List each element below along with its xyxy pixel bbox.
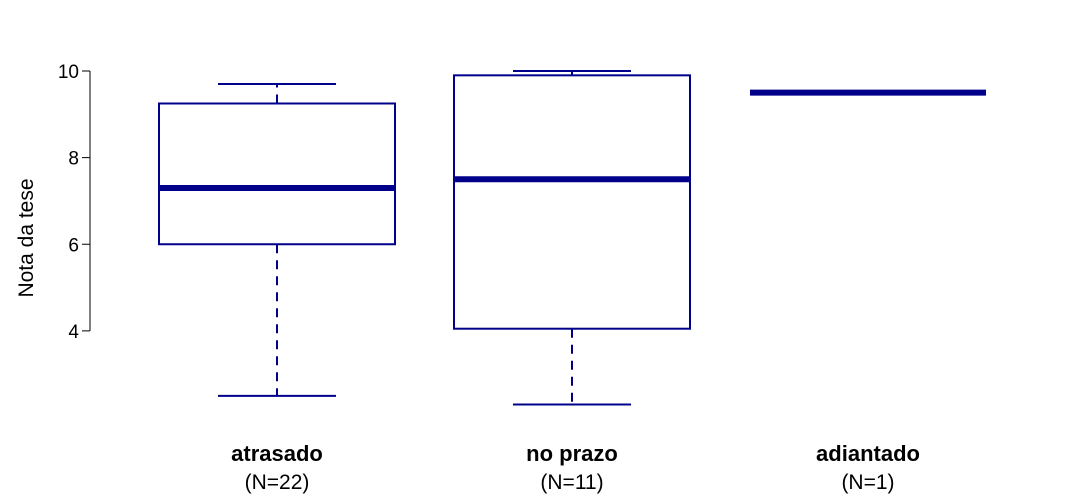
category-count-label: (N=1) [841, 471, 894, 494]
y-tick-label: 8 [68, 149, 79, 170]
box-iqr [453, 74, 691, 330]
category-count-label: (N=22) [245, 471, 310, 494]
y-axis-title: Nota da tese [15, 178, 38, 297]
y-tick-label: 10 [58, 62, 79, 83]
box-iqr [158, 102, 396, 246]
y-tick-label: 4 [68, 322, 79, 343]
category-label: no prazo [526, 441, 618, 466]
category-label: adiantado [816, 441, 920, 466]
category-label: atrasado [231, 441, 323, 466]
category-count-label: (N=11) [540, 471, 603, 494]
y-tick-label: 6 [68, 235, 79, 256]
